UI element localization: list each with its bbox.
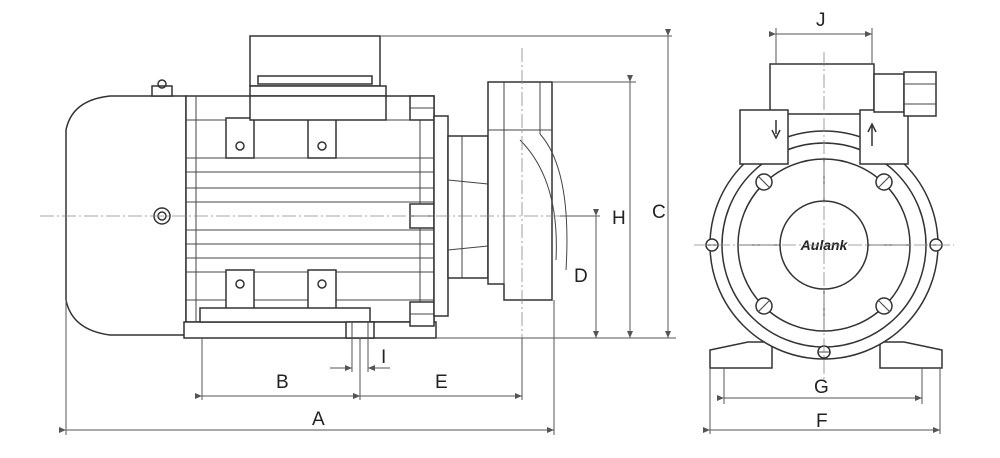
dimension-labels: A B C D E F G H I J [276, 10, 829, 432]
left-foot [709, 341, 773, 369]
bracket [447, 135, 489, 279]
label-J: J [816, 10, 826, 31]
pump-head [487, 81, 568, 301]
label-I: I [381, 347, 386, 368]
label-C: C [652, 202, 666, 223]
base-plate [183, 307, 437, 339]
inlet-arrow-icon [771, 120, 781, 140]
side-view [40, 35, 592, 400]
mounting-lugs [225, 117, 337, 311]
terminal-box [249, 35, 387, 121]
label-B: B [276, 372, 289, 393]
outlet-arrow-icon [867, 122, 877, 146]
label-G: G [814, 377, 829, 398]
bracket-detail [447, 136, 489, 278]
dimension-lines [59, 29, 676, 435]
port-block [739, 63, 937, 165]
label-H: H [612, 208, 626, 229]
label-F: F [816, 411, 828, 432]
front-view: Aulank [694, 28, 954, 434]
label-E: E [435, 372, 448, 393]
label-D: D [574, 266, 588, 287]
label-A: A [312, 409, 325, 430]
lifting-eye [151, 79, 173, 97]
cover-screws [705, 173, 943, 359]
right-foot [879, 341, 943, 369]
